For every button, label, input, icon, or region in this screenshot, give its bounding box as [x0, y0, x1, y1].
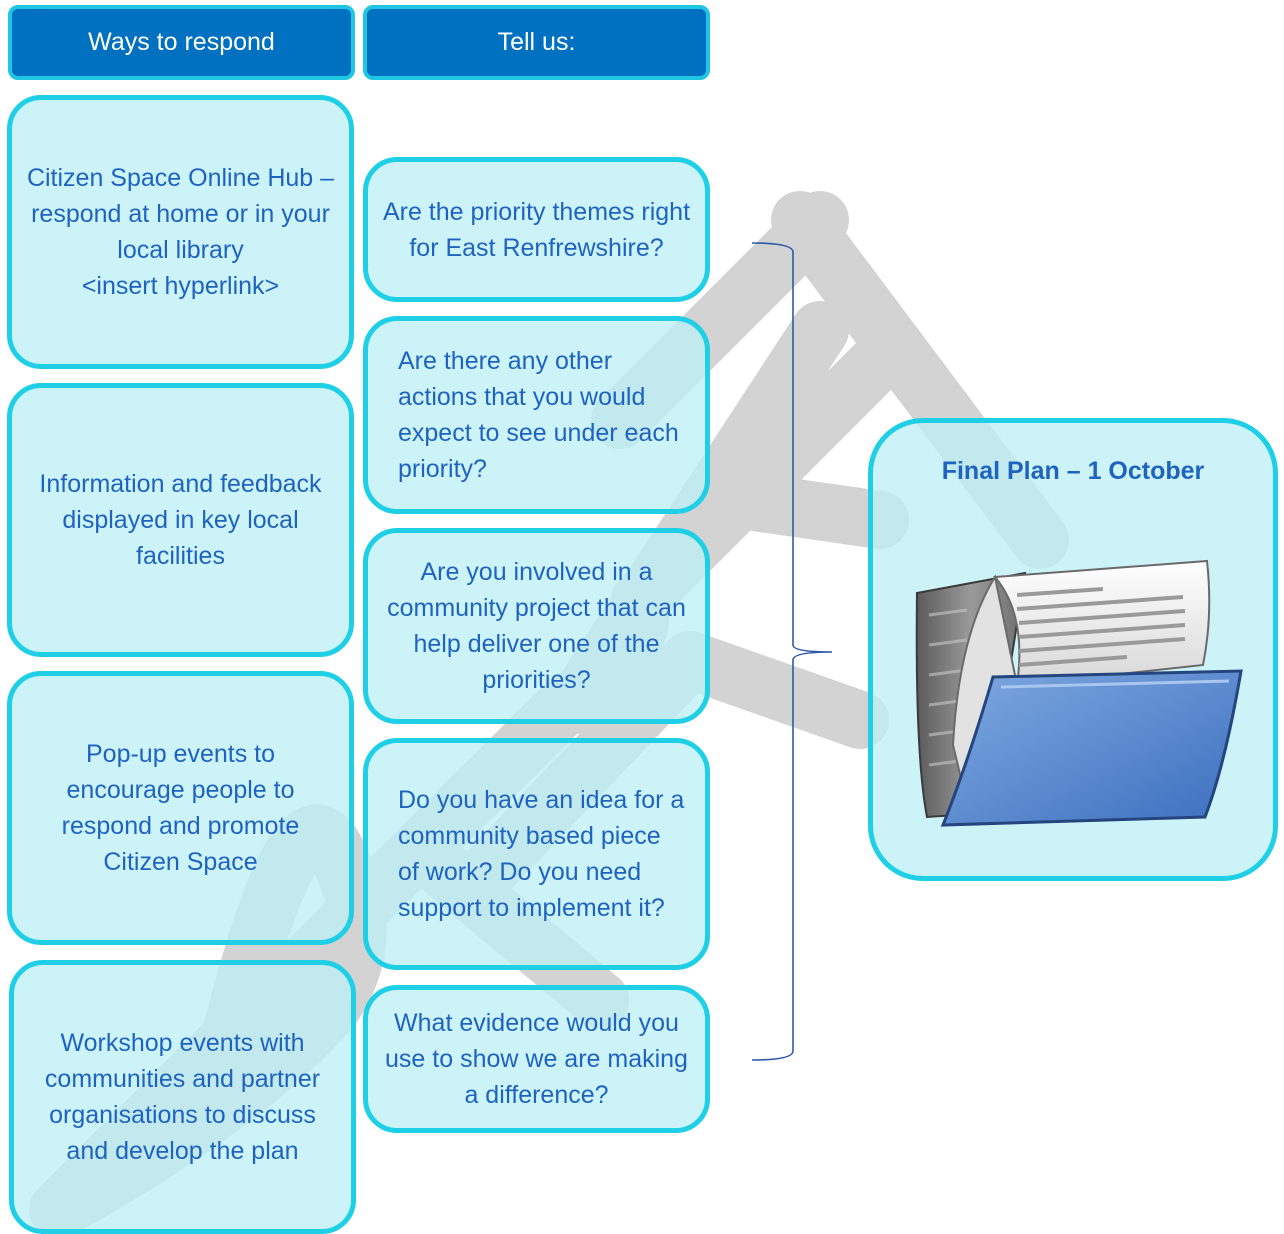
folder-with-document-icon: [915, 559, 1243, 827]
way-information-feedback-box: Information and feedback displayed in ke…: [7, 383, 354, 657]
final-plan-title: Final Plan – 1 October: [941, 457, 1205, 485]
question-priority-themes-box: Are the priority themes right for East R…: [363, 157, 710, 302]
way-citizen-space-box: Citizen Space Online Hub – respond at ho…: [7, 95, 354, 369]
question-other-actions-box: Are there any other actions that you wou…: [363, 316, 710, 514]
final-plan-box: Final Plan – 1 October: [868, 418, 1278, 881]
question-evidence-box: What evidence would you use to show we a…: [363, 985, 710, 1133]
question-community-project-box: Are you involved in a community project …: [363, 528, 710, 724]
tell-us-header: Tell us:: [363, 5, 710, 80]
ways-to-respond-header: Ways to respond: [8, 5, 355, 80]
question-community-idea-box: Do you have an idea for a community base…: [363, 738, 710, 970]
way-workshop-events-box: Workshop events with communities and par…: [9, 960, 356, 1234]
way-popup-events-box: Pop-up events to encourage people to res…: [7, 671, 354, 945]
